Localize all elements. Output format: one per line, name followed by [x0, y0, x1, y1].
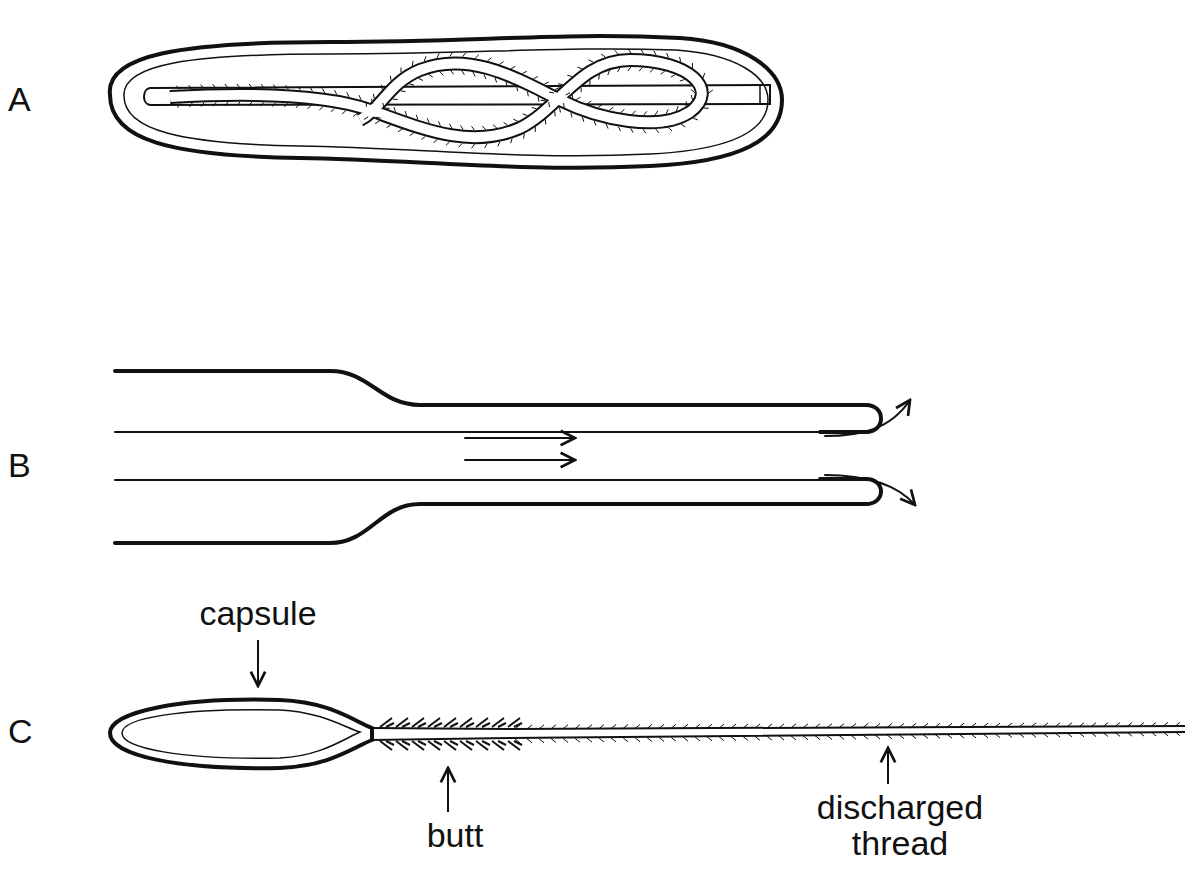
part-label: butt	[427, 818, 484, 854]
leader-arrows	[258, 640, 888, 812]
panel-letter: C	[8, 714, 33, 750]
panel-letter: A	[8, 82, 31, 118]
part-label: capsule	[199, 596, 316, 632]
barbs	[176, 49, 712, 148]
capsule-coiled	[110, 36, 782, 168]
part-label: discharged thread	[780, 790, 1020, 861]
everting-tube	[115, 371, 915, 543]
panel-letter: B	[8, 448, 31, 484]
barbs	[380, 718, 1180, 750]
coiled-thread	[170, 60, 702, 137]
discharged-nematocyst	[110, 700, 1185, 769]
